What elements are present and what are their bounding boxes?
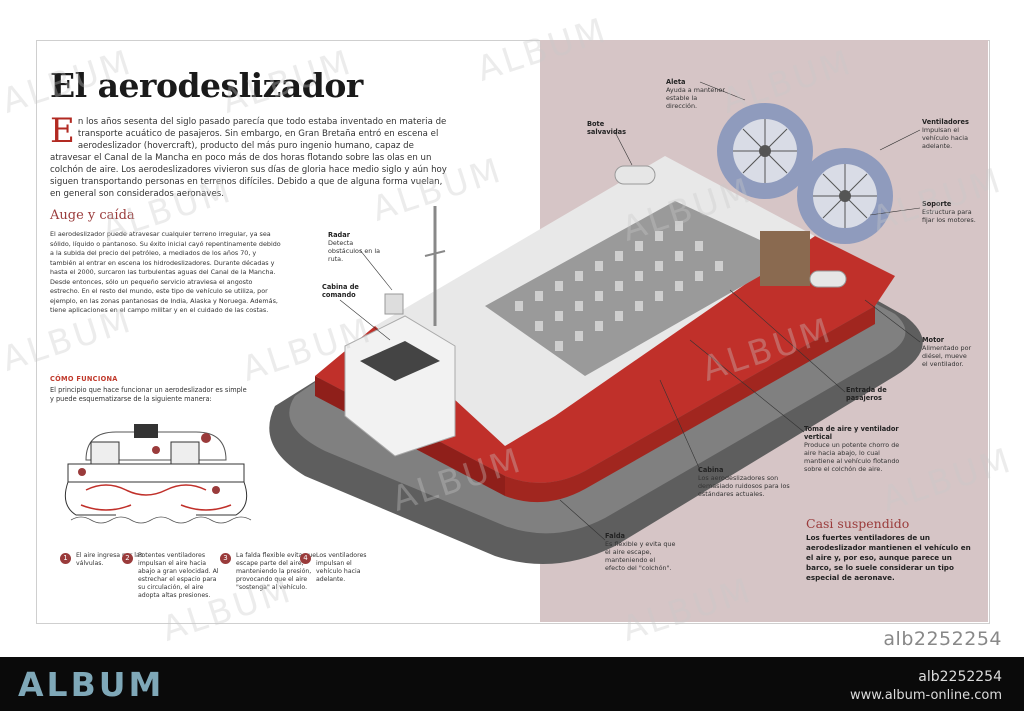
label-text: Es flexible y evita que el aire escape, …: [605, 540, 676, 572]
label-title: Toma de aire y ventilador vertical: [804, 425, 899, 441]
step-number: 4: [300, 553, 311, 564]
como-heading: CÓMO FUNCIONA: [50, 375, 118, 383]
image-code: alb2252254: [883, 628, 1002, 650]
label-title: Falda: [605, 532, 625, 540]
label-ventiladores: Ventiladores Impulsan el vehículo hacia …: [922, 118, 980, 150]
footer-brand-logo[interactable]: ALBUM: [18, 665, 165, 704]
label-bote: Bote salvavidas: [587, 120, 637, 136]
label-title: Soporte: [922, 200, 952, 208]
label-title: Cabina: [698, 466, 724, 474]
step-number: 2: [122, 553, 133, 564]
auge-text: El aerodeslizador puede atravesar cualqu…: [50, 230, 281, 314]
label-text: Impulsan el vehículo hacia adelante.: [922, 126, 968, 150]
footer-bar: ALBUM alb2252254 www.album-online.com: [0, 657, 1024, 711]
label-soporte: Soporte Estructura para fijar los motore…: [922, 200, 980, 224]
label-text: Produce un potente chorro de aire hacia …: [804, 441, 900, 473]
label-entrada: Entrada de pasajeros: [846, 386, 902, 402]
step-3: 3 La falda flexible evita que escape par…: [220, 552, 318, 592]
label-text: Detecta obstáculos en la ruta.: [328, 239, 381, 263]
footer-image-code: alb2252254: [918, 669, 1002, 685]
label-cabina: Cabina Los aerodeslizadores son demasiad…: [698, 466, 798, 498]
airflow-diagram: [56, 420, 256, 535]
label-title: Motor: [922, 336, 945, 344]
label-title: Aleta: [666, 78, 686, 86]
step-2: 2 Potentes ventiladores impulsan el aire…: [122, 552, 220, 600]
label-text: Ayuda a mantener estable la dirección.: [666, 86, 725, 110]
label-title: Entrada de pasajeros: [846, 386, 887, 402]
step-1: 1 El aire ingresa por las válvulas.: [60, 552, 158, 568]
label-toma: Toma de aire y ventilador vertical Produ…: [804, 425, 904, 473]
steps-list: 1 El aire ingresa por las válvulas. 2 Po…: [60, 552, 380, 612]
label-motor: Motor Alimentado por diésel, mueve el ve…: [922, 336, 974, 368]
label-text: Alimentado por diésel, mueve el ventilad…: [922, 344, 972, 368]
label-title: Cabina de comando: [322, 283, 359, 299]
step-text: La falda flexible evita que escape parte…: [236, 552, 317, 591]
auge-heading: Auge y caída: [50, 208, 135, 223]
drop-cap: E: [50, 111, 75, 151]
casi-heading: Casi suspendido: [806, 516, 910, 531]
footer-url-link[interactable]: www.album-online.com: [849, 688, 1002, 703]
label-falda: Falda Es flexible y evita que el aire es…: [605, 532, 677, 572]
intro-text: n los años sesenta del siglo pasado pare…: [50, 117, 447, 199]
label-text: Estructura para fijar los motores.: [922, 208, 976, 224]
label-title: Ventiladores: [922, 118, 969, 126]
step-text: El aire ingresa por las válvulas.: [76, 552, 144, 567]
label-title: Radar: [328, 231, 350, 239]
step-text: Los ventiladores impulsan el vehículo ha…: [316, 552, 367, 583]
page-title: El aerodeslizador: [50, 66, 363, 105]
step-number: 3: [220, 553, 231, 564]
label-cabina-mando: Cabina de comando: [322, 283, 366, 299]
step-number: 1: [60, 553, 71, 564]
step-4: 4 Los ventiladores impulsan el vehículo …: [300, 552, 376, 584]
label-aleta: Aleta Ayuda a mantener estable la direcc…: [666, 78, 726, 110]
como-text: El principio que hace funcionar un aerod…: [50, 386, 247, 403]
casi-text: Los fuertes ventiladores de un aerodesli…: [806, 533, 971, 582]
step-text: Potentes ventiladores impulsan el aire h…: [138, 552, 219, 599]
label-title: Bote salvavidas: [587, 120, 627, 136]
label-radar: Radar Detecta obstáculos en la ruta.: [328, 231, 388, 263]
label-text: Los aerodeslizadores son demasiado ruido…: [698, 474, 790, 498]
